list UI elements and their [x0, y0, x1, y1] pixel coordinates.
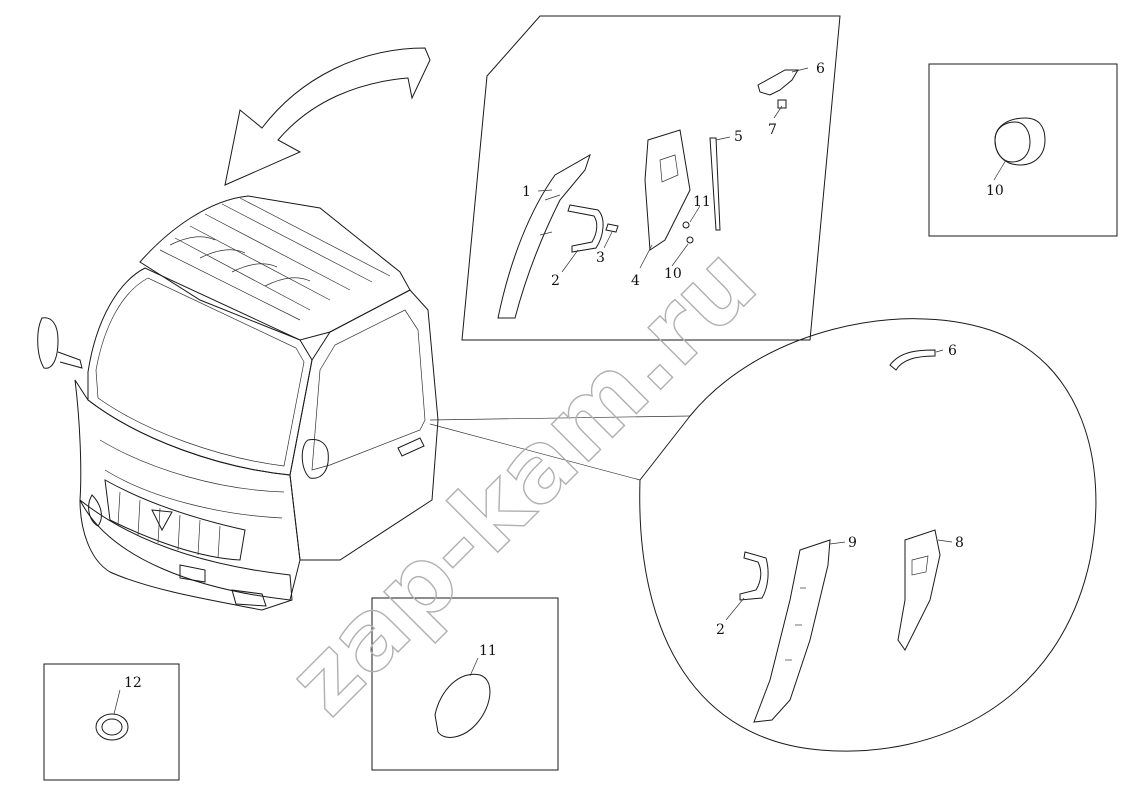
connector-line-upper	[429, 415, 691, 421]
pillar-trim-exploded-view	[461, 15, 841, 341]
callout-9: 9	[848, 535, 857, 551]
part-11-box	[371, 597, 559, 771]
watermark-text: zap-kam.ru	[267, 226, 778, 737]
callout-10: 10	[664, 266, 682, 282]
callout-1: 1	[522, 184, 531, 200]
truck-cab-icon	[37, 195, 439, 611]
callout-5: 5	[734, 129, 743, 145]
connector-line-lower	[429, 423, 641, 481]
callout-2: 2	[551, 273, 560, 289]
callout-4: 4	[631, 273, 640, 289]
callout-6: 6	[816, 61, 825, 77]
curved-arrow-icon	[224, 47, 431, 186]
part-12-box	[43, 663, 180, 781]
part-10-box	[928, 63, 1118, 237]
callout-11-box: 11	[479, 643, 497, 659]
callout-2-detail: 2	[716, 622, 725, 638]
callout-7: 7	[768, 122, 777, 138]
callout-6-detail: 6	[948, 343, 957, 359]
callout-3: 3	[596, 250, 605, 266]
interior-trim-detail-circle	[639, 318, 1097, 752]
callout-12-box: 12	[124, 675, 142, 691]
callout-8: 8	[955, 535, 964, 551]
callout-10-box: 10	[986, 183, 1004, 199]
callout-11: 11	[693, 194, 711, 210]
